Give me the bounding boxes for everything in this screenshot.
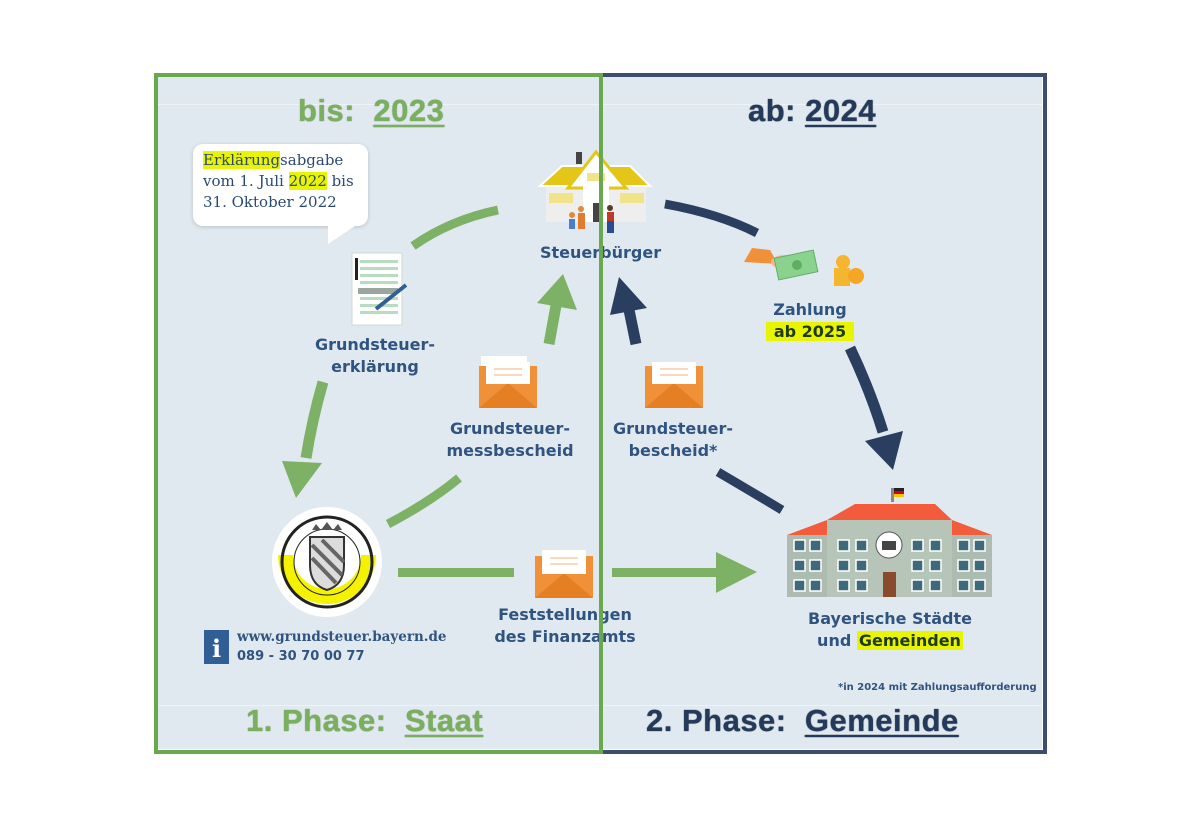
- arrow-erklaerung-to-finanzamt: [282, 380, 329, 498]
- finanzamt-seal-logo: [272, 507, 382, 617]
- label-text: und: [817, 631, 857, 650]
- town-hall-window: [911, 539, 924, 552]
- arrow-segment-erklaerung-top: [410, 205, 499, 250]
- town-hall-window: [855, 579, 868, 592]
- town-hall-window: [855, 539, 868, 552]
- footer-phase1-prefix: 1. Phase:: [246, 703, 387, 738]
- town-hall-window: [837, 539, 850, 552]
- town-hall-window: [957, 559, 970, 572]
- arrow-segment-steuerbuerger-zahlung: [664, 199, 760, 238]
- arrow-messbescheid-to-steuerbuerger: [537, 274, 577, 345]
- footer-phase1-label: Staat: [404, 703, 484, 738]
- town-hall-window: [911, 559, 924, 572]
- label-line: Grundsteuer-: [612, 419, 734, 438]
- envelope-icon-bescheid: [645, 362, 703, 408]
- coins-icon: [834, 255, 864, 286]
- town-hall-window: [809, 539, 822, 552]
- arrow-segment-finanzamt-feststellungen: [398, 568, 514, 577]
- bubble-text: vom 1. Juli: [203, 172, 289, 190]
- town-hall-window: [809, 559, 822, 572]
- footer-phase2-title: 2. Phase: Gemeinde: [646, 703, 959, 739]
- phase2-frame: [598, 73, 1047, 754]
- bubble-text-end-date: 31. Oktober 2022: [203, 193, 337, 211]
- deadline-speech-bubble: Erklärungsabgabe vom 1. Juli 2022 bis 31…: [193, 144, 368, 226]
- node-gemeinden-label: Bayerische Städte und Gemeinden: [805, 608, 975, 652]
- footer-phase1-title: 1. Phase: Staat: [246, 703, 483, 739]
- town-hall-window: [957, 579, 970, 592]
- bubble-highlight-year: 2022: [288, 172, 327, 190]
- town-hall-window: [973, 579, 986, 592]
- speech-bubble-tail: [328, 224, 358, 244]
- footer-phase2-label: Gemeinde: [804, 703, 959, 738]
- gemeinden-highlight: Gemeinden: [856, 631, 963, 650]
- arrow-segment-gemeinden-bescheid: [715, 468, 785, 514]
- label-line: erklärung: [331, 357, 419, 376]
- town-hall-window: [973, 539, 986, 552]
- town-hall-window: [929, 579, 942, 592]
- node-bescheid-label: Grundsteuer- bescheid*: [608, 418, 738, 462]
- town-hall-window: [793, 579, 806, 592]
- town-hall-window: [793, 539, 806, 552]
- info-phone: 089 - 30 70 00 77: [237, 649, 365, 664]
- town-hall-window: [837, 579, 850, 592]
- envelope-icon-messbescheid: [479, 356, 537, 408]
- zahlung-highlight: ab 2025: [765, 322, 855, 341]
- node-grundsteuererklaerung-label: Grundsteuer- erklärung: [310, 334, 440, 378]
- footer-phase2-prefix: 2. Phase:: [646, 703, 787, 738]
- bubble-text: bis: [326, 172, 354, 190]
- header-phase1-prefix: bis:: [298, 93, 356, 128]
- tax-form-icon: [351, 252, 408, 326]
- phase1-frame: [154, 73, 603, 754]
- arrow-zahlung-to-gemeinden: [845, 345, 903, 470]
- header-phase1-year: 2023: [373, 93, 445, 128]
- header-phase1-title: bis: 2023: [298, 93, 444, 129]
- header-phase2-title: ab: 2024: [748, 93, 876, 129]
- label-line: Grundsteuer-: [449, 419, 571, 438]
- arrow-bescheid-to-steuerbuerger: [610, 277, 647, 346]
- arrow-feststellungen-to-gemeinden: [612, 552, 757, 593]
- label-line: messbescheid: [446, 441, 574, 460]
- info-url-link[interactable]: www.grundsteuer.bayern.de: [237, 629, 447, 645]
- town-hall-window: [837, 559, 850, 572]
- info-icon: i: [204, 630, 229, 664]
- label-line: Grundsteuer-: [314, 335, 436, 354]
- header-phase2-prefix: ab:: [748, 93, 796, 128]
- payment-hand-icon: [744, 248, 819, 281]
- town-hall-window: [929, 559, 942, 572]
- envelope-icon-feststellungen: [535, 550, 593, 598]
- town-hall-window: [809, 579, 822, 592]
- town-hall-window: [929, 539, 942, 552]
- label-line: Feststellungen: [498, 605, 632, 624]
- node-zahlung-label: Zahlung ab 2025: [760, 299, 860, 343]
- label-line: Bayerische Städte: [808, 609, 972, 628]
- town-hall-window: [957, 539, 970, 552]
- footnote: *in 2024 mit Zahlungsaufforderung: [838, 682, 1037, 693]
- arrow-segment-finanzamt-messbescheid: [385, 474, 462, 528]
- node-messbescheid-label: Grundsteuer- messbescheid: [440, 418, 580, 462]
- bubble-text: sabgabe: [280, 151, 344, 169]
- bubble-highlight-erklaerung: Erklärung: [203, 151, 281, 169]
- label-line: Zahlung: [773, 300, 847, 319]
- town-hall-window: [793, 559, 806, 572]
- town-hall-window: [911, 579, 924, 592]
- town-hall-window: [855, 559, 868, 572]
- town-hall-windows: [793, 539, 986, 592]
- info-contact: www.grundsteuer.bayern.de 089 - 30 70 00…: [237, 628, 447, 666]
- header-phase2-year: 2024: [805, 93, 877, 128]
- town-hall-window: [973, 559, 986, 572]
- label-line: bescheid*: [628, 441, 718, 460]
